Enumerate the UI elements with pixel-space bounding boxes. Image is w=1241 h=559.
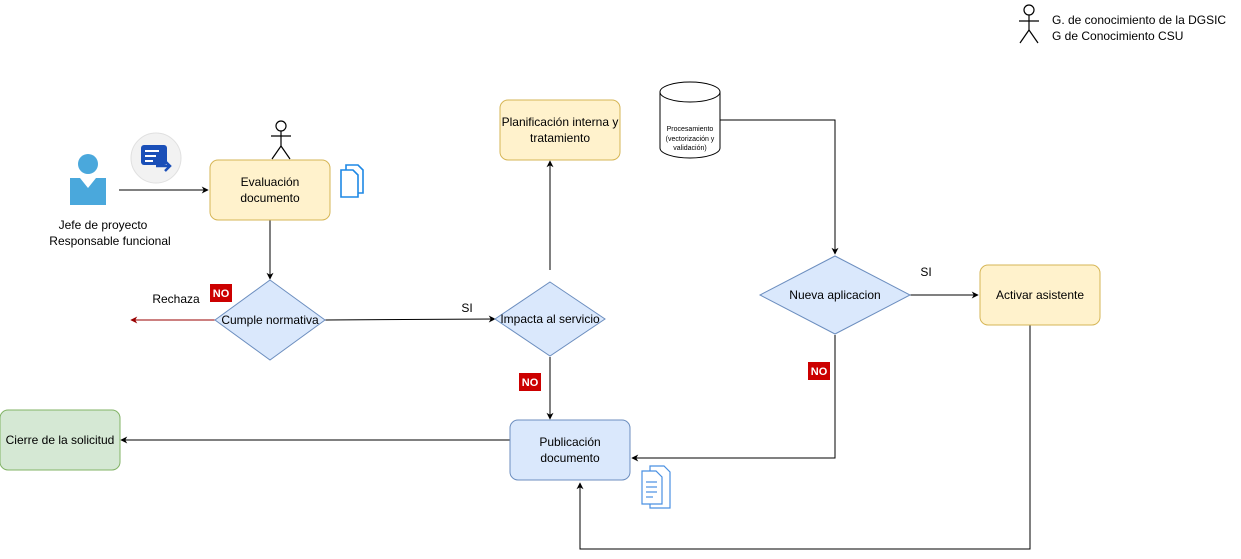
forms-icon xyxy=(130,132,182,184)
no-badge-impacta: NO xyxy=(519,373,541,391)
no-badge-cumple: NO xyxy=(210,284,232,302)
node-procesamiento: Procesamiento (vectorización y validació… xyxy=(659,81,721,159)
requester-line-1: Jefe de proyecto xyxy=(59,218,148,232)
user-person-icon xyxy=(70,154,106,205)
node-publicacion: Publicación documento xyxy=(509,419,631,481)
stick-figure-icon xyxy=(1019,4,1039,44)
node-cumple: Cumple normativa xyxy=(214,279,326,361)
legend-line-2: G de Conocimiento CSU xyxy=(1052,29,1183,43)
no-badge-nueva: NO xyxy=(808,362,830,380)
activar-label: Activar asistente xyxy=(996,288,1084,302)
stick-figure-icon xyxy=(271,120,291,160)
node-cierre: Cierre de la solicitud xyxy=(0,409,121,471)
planificacion-line-2: tratamiento xyxy=(530,131,590,145)
procesamiento-line-1: Procesamiento xyxy=(667,126,714,133)
si-impacta-label: SI xyxy=(461,301,472,315)
svg-text:NO: NO xyxy=(522,377,539,389)
cierre-label: Cierre de la solicitud xyxy=(6,433,115,447)
edge-activar-publicacion xyxy=(576,325,1031,550)
planificacion-line-1: Planificación interna y xyxy=(502,115,619,129)
procesamiento-line-2: (vectorización y xyxy=(666,136,715,143)
publicacion-line-1: Publicación xyxy=(539,435,600,449)
node-evaluacion: Evaluación documento xyxy=(209,159,331,221)
rechaza-label: Rechaza xyxy=(152,292,200,306)
svg-text:NO: NO xyxy=(213,288,230,300)
requester-line-2: Responsable funcional xyxy=(49,234,170,248)
legend: G. de conocimiento de la DGSIC G de Cono… xyxy=(1019,4,1226,44)
cumple-label: Cumple normativa xyxy=(221,313,319,327)
procesamiento-line-3: validación) xyxy=(673,145,706,152)
node-activar: Activar asistente xyxy=(979,264,1101,326)
documents-icon xyxy=(340,164,364,198)
impacta-label: Impacta al servicio xyxy=(500,312,600,326)
node-planificacion: Planificación interna y tratamiento xyxy=(499,99,621,161)
publicacion-line-2: documento xyxy=(540,451,600,465)
si-activar-label: SI xyxy=(920,265,931,279)
node-nueva: Nueva aplicacion xyxy=(758,255,912,335)
evaluacion-line-1: Evaluación xyxy=(241,175,300,189)
edge-cumple-impacta xyxy=(324,315,496,323)
edge-procesamiento-nueva xyxy=(720,119,839,255)
nueva-label: Nueva aplicacion xyxy=(789,288,880,302)
report-pages-icon xyxy=(641,465,671,509)
edges xyxy=(119,119,1031,550)
edge-nueva-publicacion xyxy=(631,335,836,462)
svg-text:NO: NO xyxy=(811,366,828,378)
node-impacta: Impacta al servicio xyxy=(494,281,606,357)
evaluacion-line-2: documento xyxy=(240,191,300,205)
legend-line-1: G. de conocimiento de la DGSIC xyxy=(1052,13,1226,27)
